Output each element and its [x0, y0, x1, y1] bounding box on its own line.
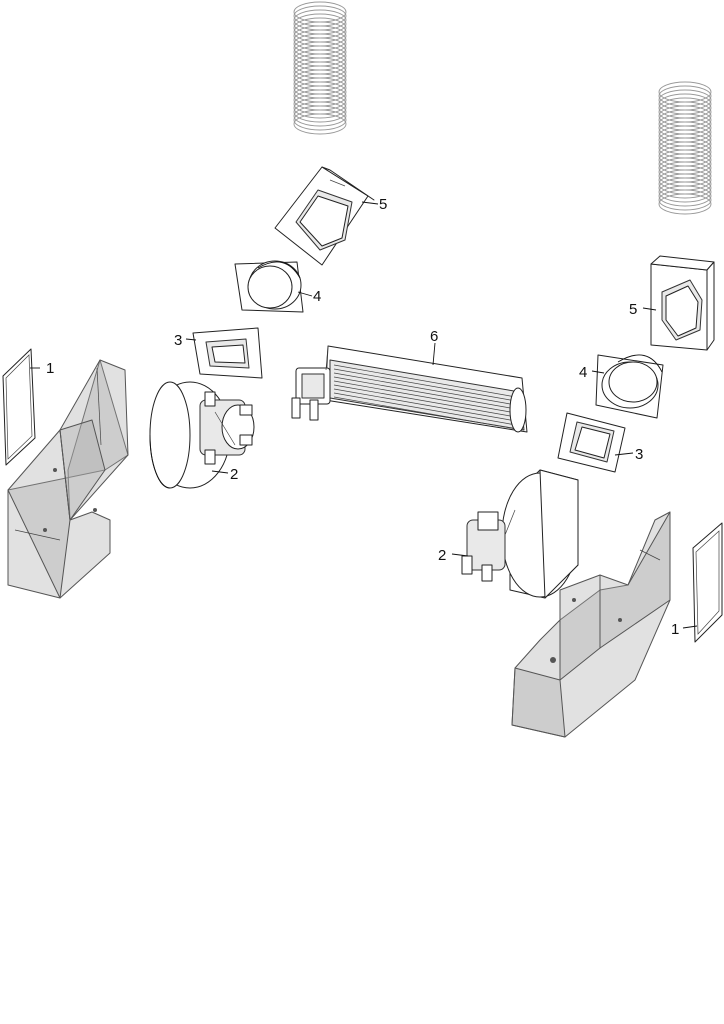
callout-filter-left: 1 [46, 360, 54, 377]
collar-left [234, 260, 304, 313]
callout-adapter-right: 5 [629, 301, 637, 318]
housing-right [511, 511, 671, 738]
adapter-left [274, 166, 375, 266]
gasket-right [557, 412, 626, 473]
callout-adapter-left: 5 [379, 196, 387, 213]
filter-panel-left [2, 348, 36, 466]
collar-right [595, 354, 664, 419]
adapter-right [650, 255, 715, 351]
callout-blower-left: 2 [230, 466, 238, 483]
callouts: 1 2 3 4 5 6 5 4 3 2 1 [46, 196, 679, 638]
callout-gasket-left: 3 [174, 332, 182, 349]
callout-collar-right: 4 [579, 364, 587, 381]
gasket-left [192, 327, 263, 379]
tangential-fan [291, 345, 528, 433]
filter-panel-right [692, 522, 723, 643]
callout-tangential-fan: 6 [430, 328, 438, 345]
flex-duct-left [293, 1, 347, 135]
callout-filter-right: 1 [671, 621, 679, 638]
blower-right [461, 469, 579, 599]
callout-gasket-right: 3 [635, 446, 643, 463]
callout-blower-right: 2 [438, 547, 446, 564]
blower-left [149, 381, 255, 489]
callout-collar-left: 4 [313, 288, 321, 305]
leader-lines [30, 201, 698, 629]
housing-left [7, 359, 129, 599]
flex-duct-right [658, 81, 712, 215]
